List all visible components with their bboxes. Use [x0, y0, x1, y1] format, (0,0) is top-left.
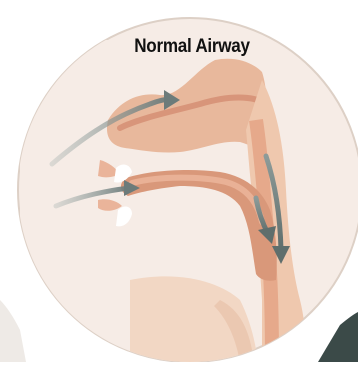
corner-panel	[318, 312, 358, 362]
diagram-title: Normal Airway	[19, 36, 358, 58]
left-bottom-shape	[0, 300, 26, 362]
